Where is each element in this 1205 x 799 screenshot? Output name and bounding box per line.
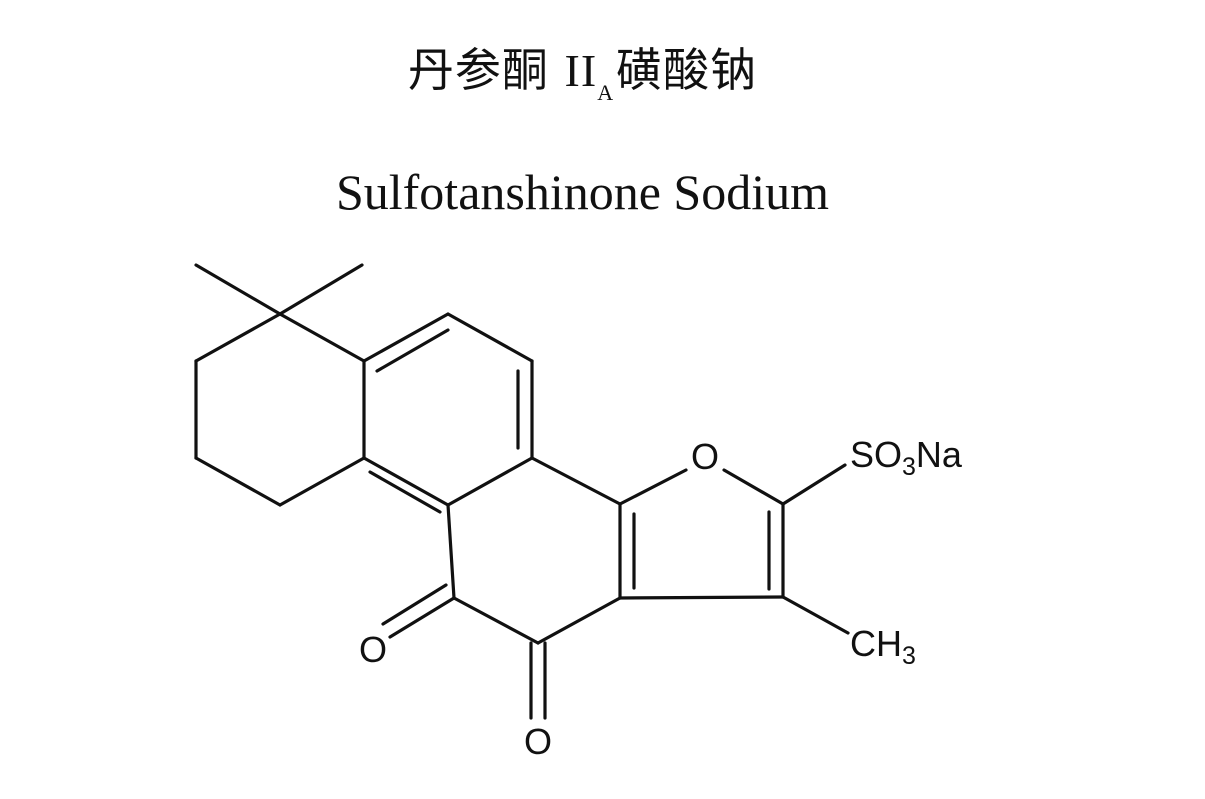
bond-ringC-2 — [452, 596, 540, 645]
methyl-label-subscript: 3 — [902, 642, 916, 670]
ketone-oxygen-label-1: O — [359, 629, 387, 670]
chinese-title-roman: II — [564, 45, 598, 96]
bond-methyl-left — [194, 263, 282, 316]
bond-ringB-5 — [446, 456, 534, 507]
bond-ringC-3 — [536, 596, 622, 645]
bond-ringB-2-double — [375, 328, 450, 373]
bond-ringA-5 — [278, 312, 366, 363]
english-title: Sulfotanshinone Sodium — [335, 164, 830, 220]
bond-furan-1 — [618, 468, 688, 506]
bond-ringB-6-double — [368, 470, 442, 514]
chinese-title-prefix: 丹参酮 — [407, 43, 549, 97]
methyl-label-main: CH — [850, 623, 902, 664]
chinese-title-suffix: 磺酸钠 — [616, 43, 758, 97]
sulfonate-label-tail: Na — [916, 434, 963, 475]
bond-methyl-right — [278, 263, 364, 316]
bond-sulfonate — [781, 463, 847, 506]
bond-ringA-3 — [194, 456, 282, 507]
bond-ringC-5 — [530, 456, 622, 506]
ketone-oxygen-label-2: O — [524, 721, 552, 762]
bond-ringB-3 — [446, 312, 534, 363]
bond-furan-2 — [722, 468, 785, 506]
bond-ringA-1 — [194, 312, 282, 363]
bond-methyl — [781, 595, 850, 635]
sulfonate-label-main: SO — [850, 434, 902, 475]
bond-ringA-4 — [278, 456, 366, 507]
bond-carbonyl-1 — [388, 596, 456, 639]
sulfonate-label-subscript: 3 — [902, 453, 916, 481]
furan-oxygen-label: O — [691, 436, 719, 477]
methyl-label: CH3 — [850, 623, 916, 670]
bond-carbonyl-1-double — [381, 583, 448, 626]
bond-furan-4 — [618, 595, 785, 600]
chinese-title-subscript: A — [597, 80, 615, 105]
chinese-title: 丹参酮 IIA磺酸钠 — [0, 40, 1165, 109]
bond-ringC-1 — [446, 503, 456, 600]
bond-ringB-2 — [362, 312, 450, 363]
bond-ringB-6 — [362, 456, 450, 507]
sulfonate-label: SO3Na — [850, 434, 963, 481]
